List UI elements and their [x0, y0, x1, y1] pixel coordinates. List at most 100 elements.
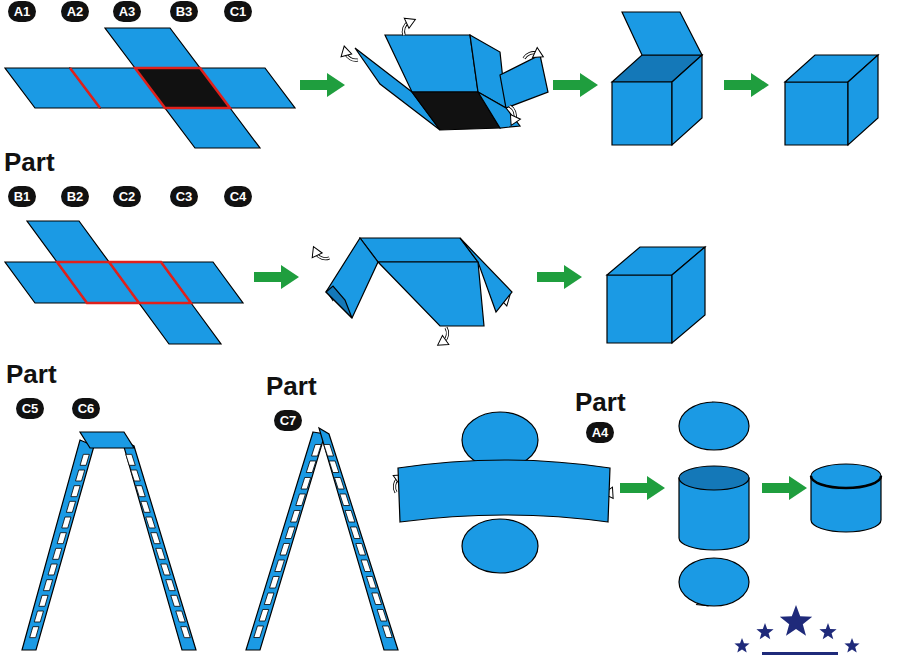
open-box	[622, 12, 702, 55]
ladder-rungs	[296, 494, 306, 506]
fold-arrow	[309, 243, 330, 264]
finished-cube	[607, 275, 672, 343]
ladder-rungs	[66, 501, 75, 512]
callout-number: C6	[72, 398, 101, 419]
step-arrow	[553, 73, 598, 97]
ladder-rungs	[43, 580, 52, 591]
folding-box	[360, 238, 478, 262]
ladder-rungs	[301, 477, 311, 489]
ladder-rungs	[126, 454, 136, 465]
folding-box	[326, 238, 512, 326]
open-box	[612, 82, 672, 145]
fold-arrow	[524, 45, 546, 67]
ladder-rungs	[275, 560, 285, 572]
finished-cube	[672, 247, 705, 343]
ladder-rungs	[329, 461, 339, 473]
ladder	[122, 440, 196, 650]
callout-number: B3	[170, 1, 199, 22]
open-box	[612, 12, 702, 145]
callout-number: C7	[274, 410, 303, 431]
ladder-rungs	[291, 510, 301, 522]
ladder-rungs	[340, 494, 350, 506]
finished-cube	[785, 55, 878, 145]
step-arrow	[724, 73, 769, 97]
callout-number: C1	[224, 1, 253, 22]
cube-net	[57, 262, 191, 303]
cylinder-assembly	[679, 402, 749, 450]
callout-number: C5	[16, 398, 45, 419]
ladder-rungs	[166, 580, 176, 591]
folding-box	[355, 35, 548, 130]
folding-box	[500, 55, 548, 108]
cube-net	[5, 221, 243, 344]
callout-number: A2	[61, 1, 90, 22]
cube-net	[165, 108, 260, 148]
callout-number: A4	[586, 422, 615, 443]
cube-net	[5, 28, 295, 148]
ladder-rungs	[39, 595, 48, 606]
ladder-rungs	[285, 527, 295, 539]
logo-stars	[756, 623, 773, 639]
folding-box	[326, 238, 378, 318]
cube-net	[139, 303, 221, 344]
logo-stars	[734, 605, 859, 653]
cylinder-net	[398, 412, 610, 573]
ladder-rungs	[382, 626, 392, 638]
ladder	[22, 440, 94, 650]
cylinder-assembly	[679, 558, 749, 606]
ladder-rungs	[57, 533, 66, 544]
ladder	[246, 432, 325, 650]
finished-cube	[848, 55, 878, 145]
ladder-rungs	[181, 627, 191, 638]
ladder-rungs	[171, 595, 181, 606]
finished-cylinder	[811, 464, 881, 488]
logo-stars	[734, 605, 859, 655]
logo-stars	[780, 605, 812, 636]
ladder	[319, 428, 398, 650]
ladder-rungs	[141, 501, 151, 512]
folding-box	[355, 48, 440, 130]
fold-arrow	[502, 106, 524, 128]
step-arrow	[300, 73, 345, 97]
finished-cylinder	[811, 476, 881, 488]
ladder-rungs	[53, 548, 62, 559]
cylinder-net	[462, 519, 538, 573]
step-arrow	[254, 265, 299, 289]
ladder-rungs	[161, 564, 171, 575]
fold-arrow	[339, 44, 358, 63]
fold-arrow	[432, 328, 454, 350]
fold-arrow	[309, 15, 723, 609]
finished-cylinder	[811, 464, 881, 532]
cylinder-assembly	[679, 402, 749, 606]
ladder-rungs	[30, 444, 393, 637]
fold-arrow	[399, 15, 420, 36]
ladder	[22, 428, 398, 650]
ladder	[80, 432, 134, 448]
ladder-rungs	[372, 593, 382, 605]
cylinder-assembly	[679, 466, 749, 490]
callout-number: A1	[8, 1, 37, 22]
ladder-rungs	[151, 533, 161, 544]
open-box	[672, 55, 702, 145]
step-arrow	[537, 265, 582, 289]
cube-net	[161, 262, 243, 303]
cylinder-net	[398, 460, 610, 522]
ladder-rungs	[350, 527, 360, 539]
ladder-rungs	[345, 510, 355, 522]
ladder-rungs	[131, 470, 141, 481]
ladder-rungs	[146, 517, 156, 528]
step-arrow	[254, 73, 807, 500]
callout-number: C4	[224, 186, 253, 207]
ladder-rungs	[254, 626, 264, 638]
part-label: Part	[575, 388, 626, 416]
step-arrow	[762, 476, 807, 500]
cube-net	[27, 221, 109, 262]
finished-cube	[607, 247, 705, 343]
callout-number: C2	[113, 186, 142, 207]
callout-number: B1	[8, 186, 37, 207]
ladder-rungs	[80, 454, 89, 465]
cube-net	[109, 262, 139, 303]
ladder-rungs	[334, 477, 344, 489]
